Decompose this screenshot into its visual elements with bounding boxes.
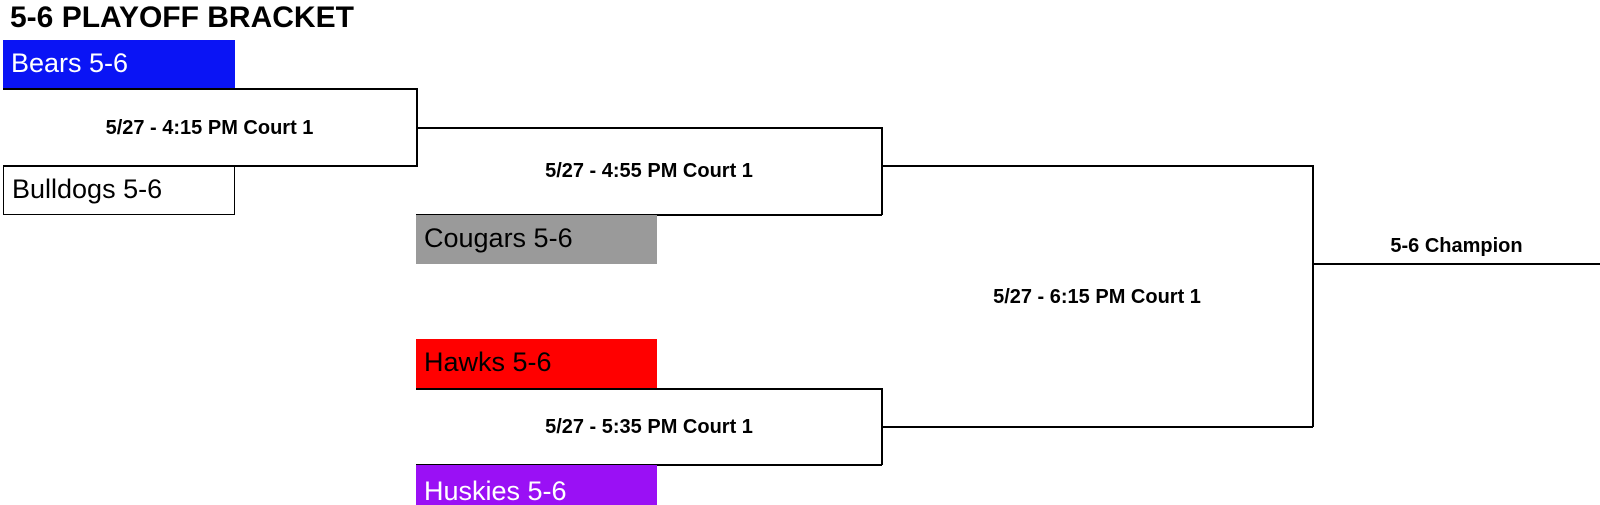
bracket-line xyxy=(416,388,882,390)
bracket-line xyxy=(3,88,418,90)
bracket-line xyxy=(416,464,882,466)
team-hawks: Hawks 5-6 xyxy=(416,339,657,388)
bracket-line xyxy=(881,426,1313,428)
bracket-line xyxy=(3,165,418,167)
team-bears: Bears 5-6 xyxy=(3,40,235,89)
bracket-line xyxy=(881,165,1313,167)
team-bulldogs: Bulldogs 5-6 xyxy=(3,165,235,215)
champion-label: 5-6 Champion xyxy=(1390,235,1523,257)
bracket-line xyxy=(1312,165,1314,427)
bracket-line xyxy=(416,214,882,216)
bracket-line xyxy=(416,127,882,129)
game-2-schedule: 5/27 - 4:55 PM Court 1 xyxy=(545,160,753,182)
bracket-line xyxy=(881,127,883,215)
bracket-title: 5-6 PLAYOFF BRACKET xyxy=(10,1,354,34)
team-cougars: Cougars 5-6 xyxy=(416,215,657,264)
final-game-schedule: 5/27 - 6:15 PM Court 1 xyxy=(993,286,1201,308)
game-3-schedule: 5/27 - 5:35 PM Court 1 xyxy=(545,416,753,438)
game-1-schedule: 5/27 - 4:15 PM Court 1 xyxy=(105,117,314,139)
bracket-line xyxy=(1312,263,1600,265)
team-huskies: Huskies 5-6 xyxy=(416,465,657,505)
